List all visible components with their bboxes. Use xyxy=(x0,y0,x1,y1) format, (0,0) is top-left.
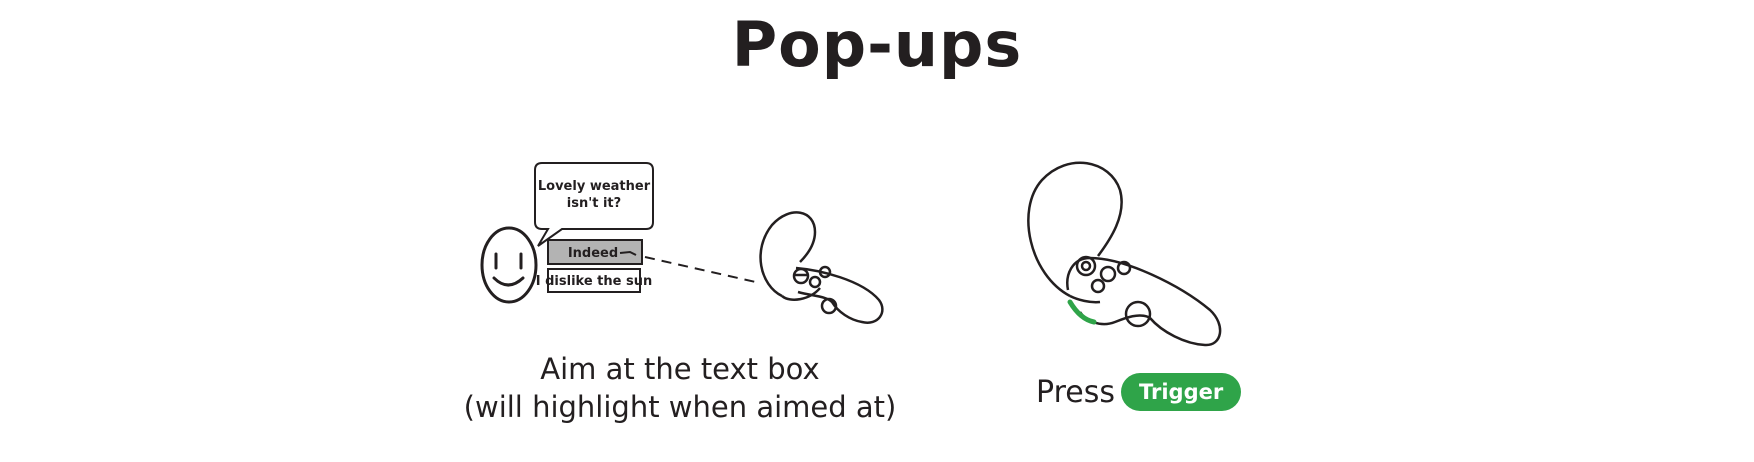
dialogue-option-indeed[interactable]: Indeed xyxy=(547,239,643,265)
cursor-icon xyxy=(619,250,637,256)
dialogue-option-dislike[interactable]: I dislike the sun xyxy=(536,268,652,293)
press-label: Press xyxy=(1036,374,1115,410)
dialogue-option-label: I dislike the sun xyxy=(536,274,652,289)
smiley-face-icon xyxy=(480,226,538,304)
page-title: Pop-ups xyxy=(731,8,1023,81)
speech-bubble: Lovely weather isn't it? xyxy=(534,162,654,247)
vr-controller-small-icon xyxy=(759,211,884,324)
vr-controller-large-icon xyxy=(1027,161,1222,347)
speech-bubble-line1: Lovely weather xyxy=(538,179,651,194)
aim-caption-line2: (will highlight when aimed at) xyxy=(463,390,897,424)
speech-bubble-line2: isn't it? xyxy=(567,196,621,211)
trigger-highlight-icon xyxy=(1067,299,1097,325)
aim-laser-line xyxy=(644,256,761,284)
press-instruction: Press Trigger xyxy=(1036,372,1242,412)
dialogue-option-label: Indeed xyxy=(568,246,618,261)
aim-caption-line1: Aim at the text box xyxy=(540,352,820,386)
trigger-badge: Trigger xyxy=(1120,373,1242,411)
aim-caption: Aim at the text box (will highlight when… xyxy=(380,350,980,426)
